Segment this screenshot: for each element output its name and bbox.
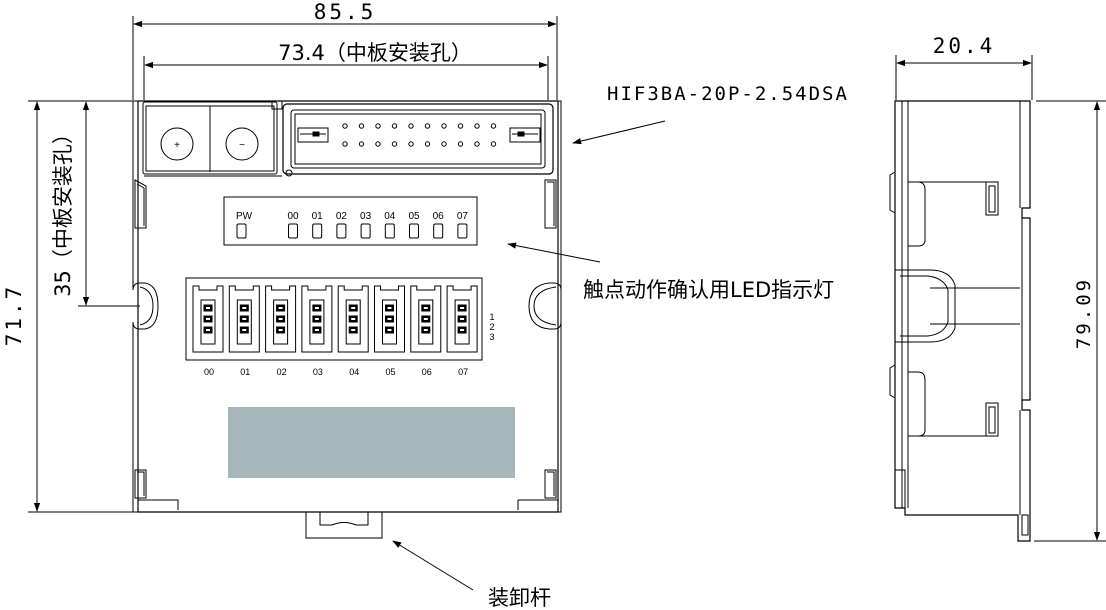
led-channel-label: 06	[433, 211, 445, 222]
connector-pin	[375, 141, 381, 147]
connector-pin	[358, 141, 365, 147]
output-connector	[374, 285, 405, 353]
led-indicator	[336, 223, 347, 239]
callout-led-arrow	[507, 242, 601, 263]
dim-depth-text: 20.4	[933, 34, 996, 58]
led-indicator	[312, 223, 323, 239]
connector-pin	[457, 123, 464, 129]
dim-overall-width	[132, 16, 558, 100]
led-channel-label: 03	[360, 211, 372, 222]
led-channel-label: 07	[457, 211, 469, 222]
led-panel	[223, 196, 478, 246]
connector-pin	[474, 123, 480, 129]
output-connector	[301, 285, 333, 353]
dim-overall-height-text: 71.7	[2, 284, 26, 347]
output-label: 04	[349, 367, 359, 377]
connector-pin	[474, 141, 480, 147]
output-label: 01	[240, 367, 250, 377]
led-indicator	[409, 223, 419, 239]
led-indicator	[457, 223, 468, 239]
output-label: 00	[204, 367, 214, 377]
connector-pin	[391, 123, 398, 129]
label-panel	[228, 407, 515, 478]
dim-depth	[895, 55, 1033, 100]
connector-pin	[391, 141, 398, 147]
dim-mount-height	[78, 101, 140, 307]
connector-pin	[424, 123, 431, 129]
callout-lever-arrow	[392, 540, 474, 591]
led-callout-label: 触点动作确认用LED指示灯	[583, 278, 834, 302]
dim-mount-height-text: 35（中板安装孔）	[51, 123, 75, 297]
connector-pin	[490, 141, 497, 147]
led-indicator	[384, 223, 395, 239]
dim-overall-width-text: 85.5	[314, 0, 377, 24]
output-label: 03	[313, 367, 323, 377]
led-channels: 00 01 02 03 04 05 06 07	[287, 211, 469, 239]
terminal-minus: −	[239, 140, 245, 151]
output-label: 07	[458, 367, 468, 377]
lever-callout-label: 装卸杆	[488, 586, 551, 610]
release-lever	[305, 511, 383, 539]
pin-numbers: 123	[489, 312, 494, 342]
led-pw-label: PW	[236, 211, 253, 222]
connector-pin	[490, 123, 497, 129]
output-label: 02	[277, 367, 287, 377]
connector-pin	[441, 123, 447, 129]
dim-mount-width-text: 73.4（中板安装孔）	[278, 41, 472, 65]
terminal-plus: +	[174, 140, 180, 151]
connector-pin	[358, 123, 365, 129]
connector-pin	[457, 141, 464, 147]
led-channel-label: 04	[384, 211, 396, 222]
front-view	[132, 100, 562, 513]
led-channel-label: 00	[287, 211, 299, 222]
connector-pin	[441, 141, 447, 147]
output-connector	[337, 285, 369, 353]
output-connector	[192, 285, 224, 353]
pin-number: 2	[489, 322, 494, 332]
side-view	[889, 100, 1031, 542]
pin-number: 1	[489, 312, 494, 322]
connector-pin	[342, 141, 348, 147]
output-connectors	[192, 285, 478, 353]
connector-pin	[342, 123, 348, 129]
callout-connector-arrow	[572, 120, 666, 145]
pin-number: 3	[489, 332, 494, 342]
connector-pin	[408, 141, 414, 147]
output-connector	[410, 285, 442, 353]
connector-pin	[375, 123, 381, 129]
output-labels: 00 01 02 03 04 05 06 07	[204, 367, 468, 377]
output-label: 06	[422, 367, 432, 377]
led-indicator	[288, 223, 298, 239]
led-indicator	[433, 223, 444, 239]
led-channel-label: 01	[312, 211, 324, 222]
connector-pin	[408, 123, 414, 129]
connector-pin	[424, 141, 431, 147]
dim-side-height	[1034, 100, 1106, 542]
output-connector	[265, 285, 297, 353]
output-connector	[228, 285, 260, 353]
led-channel-label: 02	[336, 211, 348, 222]
led-channel-label: 05	[408, 211, 420, 222]
dim-side-height-text: 79.09	[1073, 277, 1095, 349]
output-label: 05	[385, 367, 395, 377]
dim-overall-height	[28, 100, 135, 513]
connector-part-number: HIF3BA-20P-2.54DSA	[607, 83, 849, 105]
output-connector-block	[185, 277, 483, 361]
led-indicator	[360, 223, 371, 239]
output-connector	[446, 285, 478, 353]
dim-mount-width	[143, 56, 549, 100]
connector-pin-grid	[342, 123, 497, 147]
